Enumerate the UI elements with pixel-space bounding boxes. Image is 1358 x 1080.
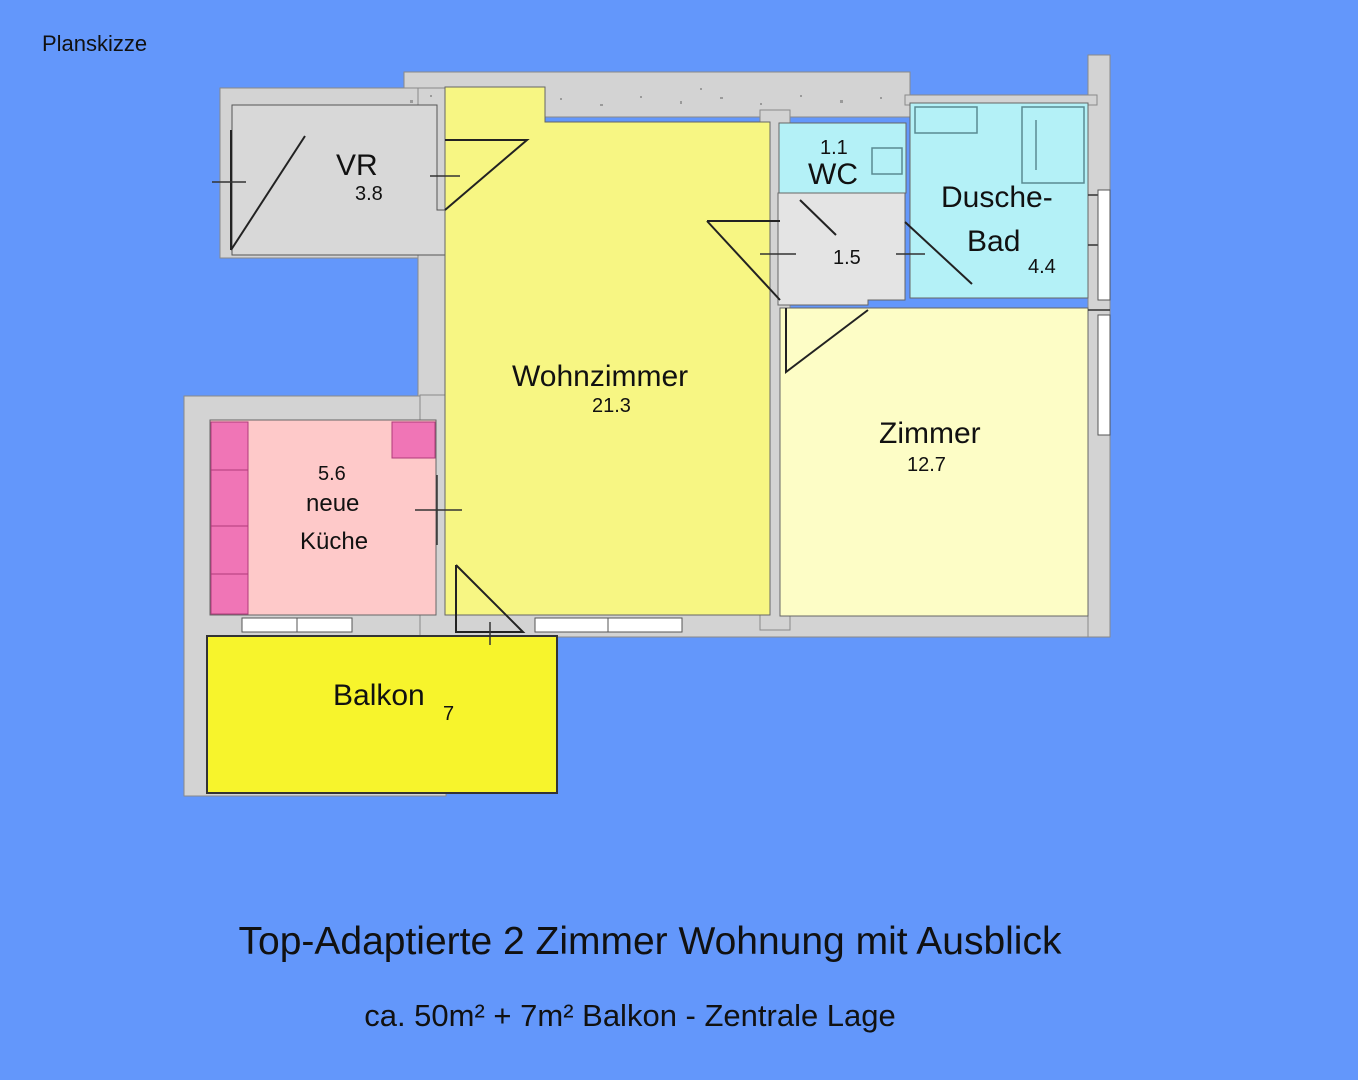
listing-title: Top-Adaptierte 2 Zimmer Wohnung mit Ausb… bbox=[238, 920, 1062, 963]
balcony-label: Balkon bbox=[333, 679, 425, 712]
vr-label: VR bbox=[336, 149, 378, 182]
balcony bbox=[206, 635, 558, 794]
kitchen-label-line2: Küche bbox=[300, 528, 369, 555]
kitchen-area: 5.6 bbox=[318, 463, 346, 485]
living-area: 21.3 bbox=[592, 395, 631, 417]
bedroom-area: 12.7 bbox=[907, 454, 946, 476]
bath-fixtures bbox=[871, 106, 1085, 184]
bath-area: 4.4 bbox=[1028, 256, 1056, 278]
sketch-label: Planskizze bbox=[42, 31, 148, 56]
balcony-area: 7 bbox=[443, 703, 455, 725]
hall-area-label: 1.5 bbox=[833, 247, 861, 269]
listing-subtitle: ca. 50m² + 7m² Balkon - Zentrale Lage bbox=[364, 998, 896, 1033]
bath-label-line2: Bad bbox=[967, 225, 1021, 258]
living-room bbox=[444, 86, 771, 616]
bath-room bbox=[909, 102, 1089, 299]
wc-room bbox=[778, 122, 907, 194]
door-swings bbox=[230, 130, 973, 633]
living-label: Wohnzimmer bbox=[512, 360, 689, 393]
vr-area: 3.8 bbox=[355, 183, 383, 205]
wc-area: 1.1 bbox=[820, 137, 848, 159]
windows bbox=[241, 189, 1111, 633]
bedroom bbox=[779, 307, 1089, 617]
wc-label: WC bbox=[808, 158, 858, 191]
bath-label-line1: Dusche- bbox=[941, 181, 1053, 214]
kitchen-cabinets bbox=[210, 421, 436, 615]
kitchen-label-line1: neue bbox=[306, 490, 360, 517]
bedroom-label: Zimmer bbox=[879, 417, 981, 450]
wall-texture bbox=[410, 88, 882, 106]
